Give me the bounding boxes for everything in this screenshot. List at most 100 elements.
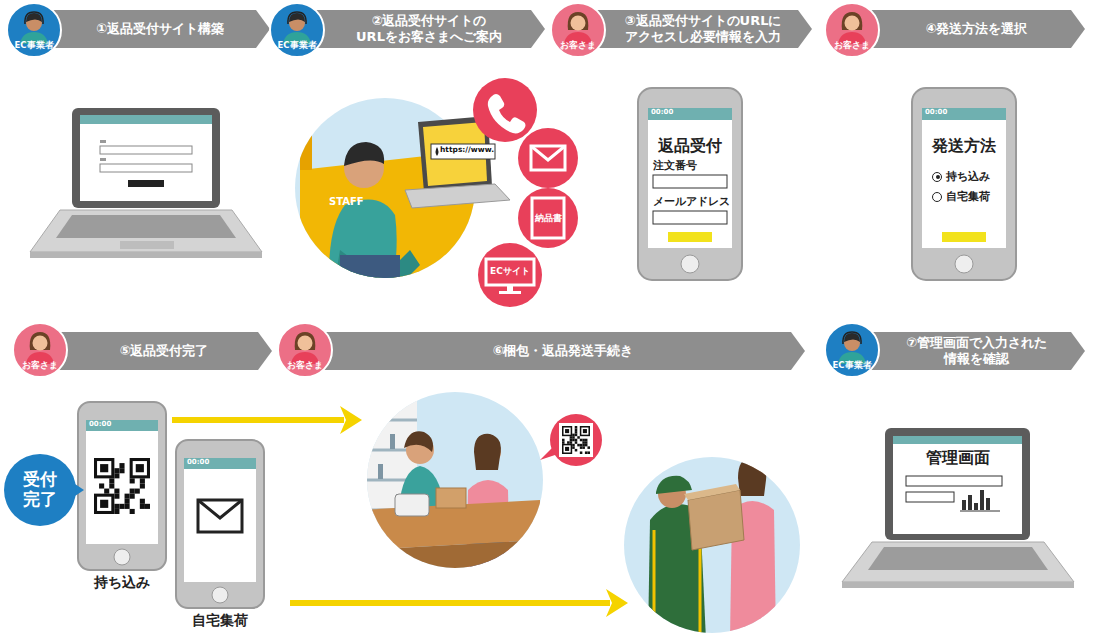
qr-cell: [582, 439, 585, 442]
qr-cell: [565, 429, 569, 433]
qr-cell: [570, 439, 573, 442]
banner-text-box: ③返品受付サイトのURLに アクセスし必要情報を入力: [610, 10, 796, 48]
store-scene: [540, 448, 558, 460]
store-scene: [436, 488, 466, 508]
node-text: お客さま: [279, 361, 331, 370]
banner-text-box: ①返品受付サイト構築: [66, 10, 254, 48]
role-badge: お客さま: [277, 322, 333, 378]
qr-cell: [572, 444, 575, 447]
staff-scene: [518, 128, 578, 188]
step-banner: ③返品受付サイトのURLに アクセスし必要情報を入力: [578, 10, 812, 48]
laptop-step1: [30, 108, 262, 258]
icon-hair: [568, 12, 589, 30]
qr-cell: [585, 441, 588, 444]
node-text: ⑦管理画面で入力された 情報を確認: [884, 335, 1069, 367]
node-text: ③返品受付サイトのURLに アクセスし必要情報を入力: [610, 13, 796, 45]
icon-hair: [295, 332, 316, 350]
phone-mail: [176, 440, 264, 608]
qr-cell: [140, 504, 145, 509]
laptop-admin: [906, 492, 954, 502]
icon-headset: [843, 332, 861, 344]
qr-cell: [145, 504, 150, 509]
qr-cell: [119, 463, 124, 468]
store-scene: [378, 464, 383, 479]
qr-cell: [585, 451, 588, 454]
role-badge: EC事業者: [824, 322, 880, 378]
node-text: ①返品受付サイト構築: [96, 21, 224, 37]
banner-shape: [40, 332, 272, 370]
qr-cell: [575, 434, 578, 437]
phone-step4: [922, 108, 1006, 248]
store-scene: [360, 392, 540, 580]
qr-cell: [109, 483, 114, 488]
qr-cell: [114, 494, 119, 499]
phone-qr: [86, 420, 158, 544]
laptop-step1: [56, 215, 236, 238]
qr-cell: [587, 446, 590, 449]
qr-cell: [136, 464, 144, 472]
step-banner: ⑤返品受付完了: [40, 332, 272, 370]
pickup-scene: [738, 458, 766, 496]
banner-shape: [34, 10, 270, 48]
qr-cell: [140, 499, 145, 504]
laptop-step1: [128, 180, 164, 187]
laptop-step1: [120, 241, 174, 249]
laptop-admin: [868, 547, 1048, 570]
role-badge: お客さま: [824, 2, 880, 58]
qr-cell: [580, 439, 583, 442]
store-scene: [372, 404, 377, 419]
qr-cell: [114, 504, 119, 509]
node-text: 持ち込み: [72, 574, 172, 591]
screen-box: 返品受付注文番号メールアドレス: [648, 120, 732, 248]
qr-cell: [575, 439, 578, 442]
qr-cell: [582, 444, 585, 447]
banner-shape: [578, 10, 812, 48]
store-scene: [395, 494, 429, 516]
qr-cell: [575, 426, 578, 429]
staff-scene: [473, 78, 537, 142]
store-scene: [372, 404, 401, 509]
phone-step3: [668, 232, 712, 242]
laptop-admin: [962, 500, 966, 510]
pickup-scene: [684, 484, 740, 500]
laptop-admin: [885, 428, 1030, 540]
pickup-scene: [688, 490, 744, 550]
icon-circle: ECサイト: [478, 243, 542, 307]
qr-cell: [109, 478, 114, 483]
done-badge: 受付完了: [4, 454, 76, 526]
qr-cell: [564, 445, 571, 452]
phone-mail: [184, 458, 256, 582]
qr-cell: [94, 494, 114, 514]
laptop-step1: [72, 108, 220, 208]
qr-cell: [582, 446, 585, 449]
node-text: 納品書: [518, 212, 578, 225]
qr-cell: [130, 494, 135, 499]
status-time: 00:00: [651, 109, 673, 117]
staff-scene: [488, 94, 526, 133]
node-text: 注文番号: [653, 159, 731, 172]
role-badge: お客さま: [550, 2, 606, 58]
banner-text-box: ④発送方法を選択: [884, 10, 1069, 48]
store-scene: [380, 406, 385, 419]
store-scene: [474, 434, 501, 470]
banner-shape: [852, 10, 1085, 48]
phone-step4: [912, 88, 1016, 280]
icon-head: [571, 16, 586, 31]
step-banner: ②返品受付サイトの URLをお客さまへご案内: [297, 10, 545, 48]
icon-head: [845, 16, 860, 31]
step-banner: ①返品受付サイト構築: [34, 10, 270, 48]
laptop-admin: [962, 490, 990, 510]
store-scene: [390, 434, 395, 449]
phone-qr: [78, 402, 166, 570]
laptop-admin: [986, 498, 990, 510]
phone-mail: [176, 440, 264, 608]
node-text: メールアドレス: [653, 195, 731, 208]
laptop-step1: [30, 252, 262, 258]
screen-box: 発送方法持ち込み自宅集荷: [922, 120, 1006, 248]
phone-step3: [638, 88, 742, 280]
screen-box: 自宅集荷: [170, 440, 270, 636]
step-banner: ④発送方法を選択: [852, 10, 1085, 48]
flow-arrows: [606, 589, 628, 617]
